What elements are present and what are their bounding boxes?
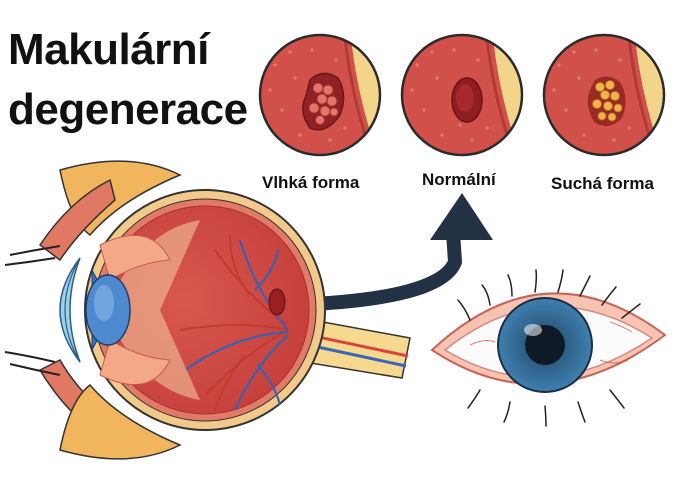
label-wet-form: Vlhká forma	[262, 173, 360, 192]
title-line-2: degenerace	[8, 85, 248, 134]
title-line-1: Makulární	[8, 25, 209, 74]
arrow	[289, 193, 493, 312]
macula-panel-normal	[400, 33, 524, 157]
eye-cross-section	[4, 160, 411, 460]
macula-panel-dry	[542, 33, 666, 157]
macula-panel-wet	[258, 33, 382, 157]
front-eye	[430, 269, 667, 427]
label-normal: Normální	[422, 170, 496, 189]
label-dry-form: Suchá forma	[551, 174, 654, 193]
